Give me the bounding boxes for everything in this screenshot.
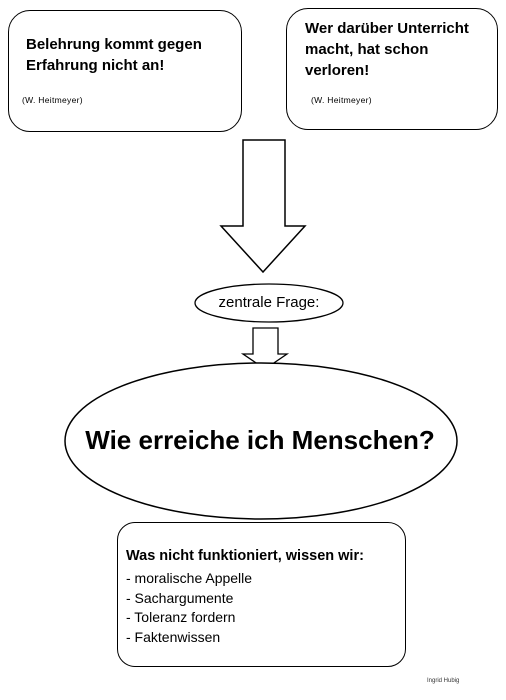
quote-source-left: (W. Heitmeyer) xyxy=(22,95,83,105)
central-ellipse xyxy=(194,283,344,323)
not-working-list-box: Was nicht funktioniert, wissen wir: - mo… xyxy=(117,522,406,667)
list-item: - Sachargumente xyxy=(126,589,234,606)
list-heading: Was nicht funktioniert, wissen wir: xyxy=(126,548,364,564)
not-working-list: - moralische Appelle - Sachargumente - T… xyxy=(126,569,252,647)
main-question-text: Wie erreiche ich Menschen? xyxy=(85,425,435,455)
list-item: - Toleranz fordern xyxy=(126,609,236,625)
question-ellipse xyxy=(64,362,458,520)
list-item: - Faktenwissen xyxy=(126,628,221,645)
list-item: - moralische Appelle xyxy=(126,570,253,586)
quote-box-left: Belehrung kommt gegen Erfahrung nicht an… xyxy=(8,10,242,132)
big-down-arrow xyxy=(219,139,307,274)
quote-text-left: Belehrung kommt gegen Erfahrung nicht an… xyxy=(26,36,202,74)
author-signature: Ingrid Hubig xyxy=(427,678,460,684)
quote-source-right: (W. Heitmeyer) xyxy=(311,95,372,105)
quote-text-right: Wer darüber Unterricht macht, hat schon … xyxy=(305,20,469,79)
central-question-label: zentrale Frage: xyxy=(218,294,320,311)
small-down-arrow xyxy=(240,327,290,370)
quote-box-right: Wer darüber Unterricht macht, hat schon … xyxy=(286,8,498,130)
